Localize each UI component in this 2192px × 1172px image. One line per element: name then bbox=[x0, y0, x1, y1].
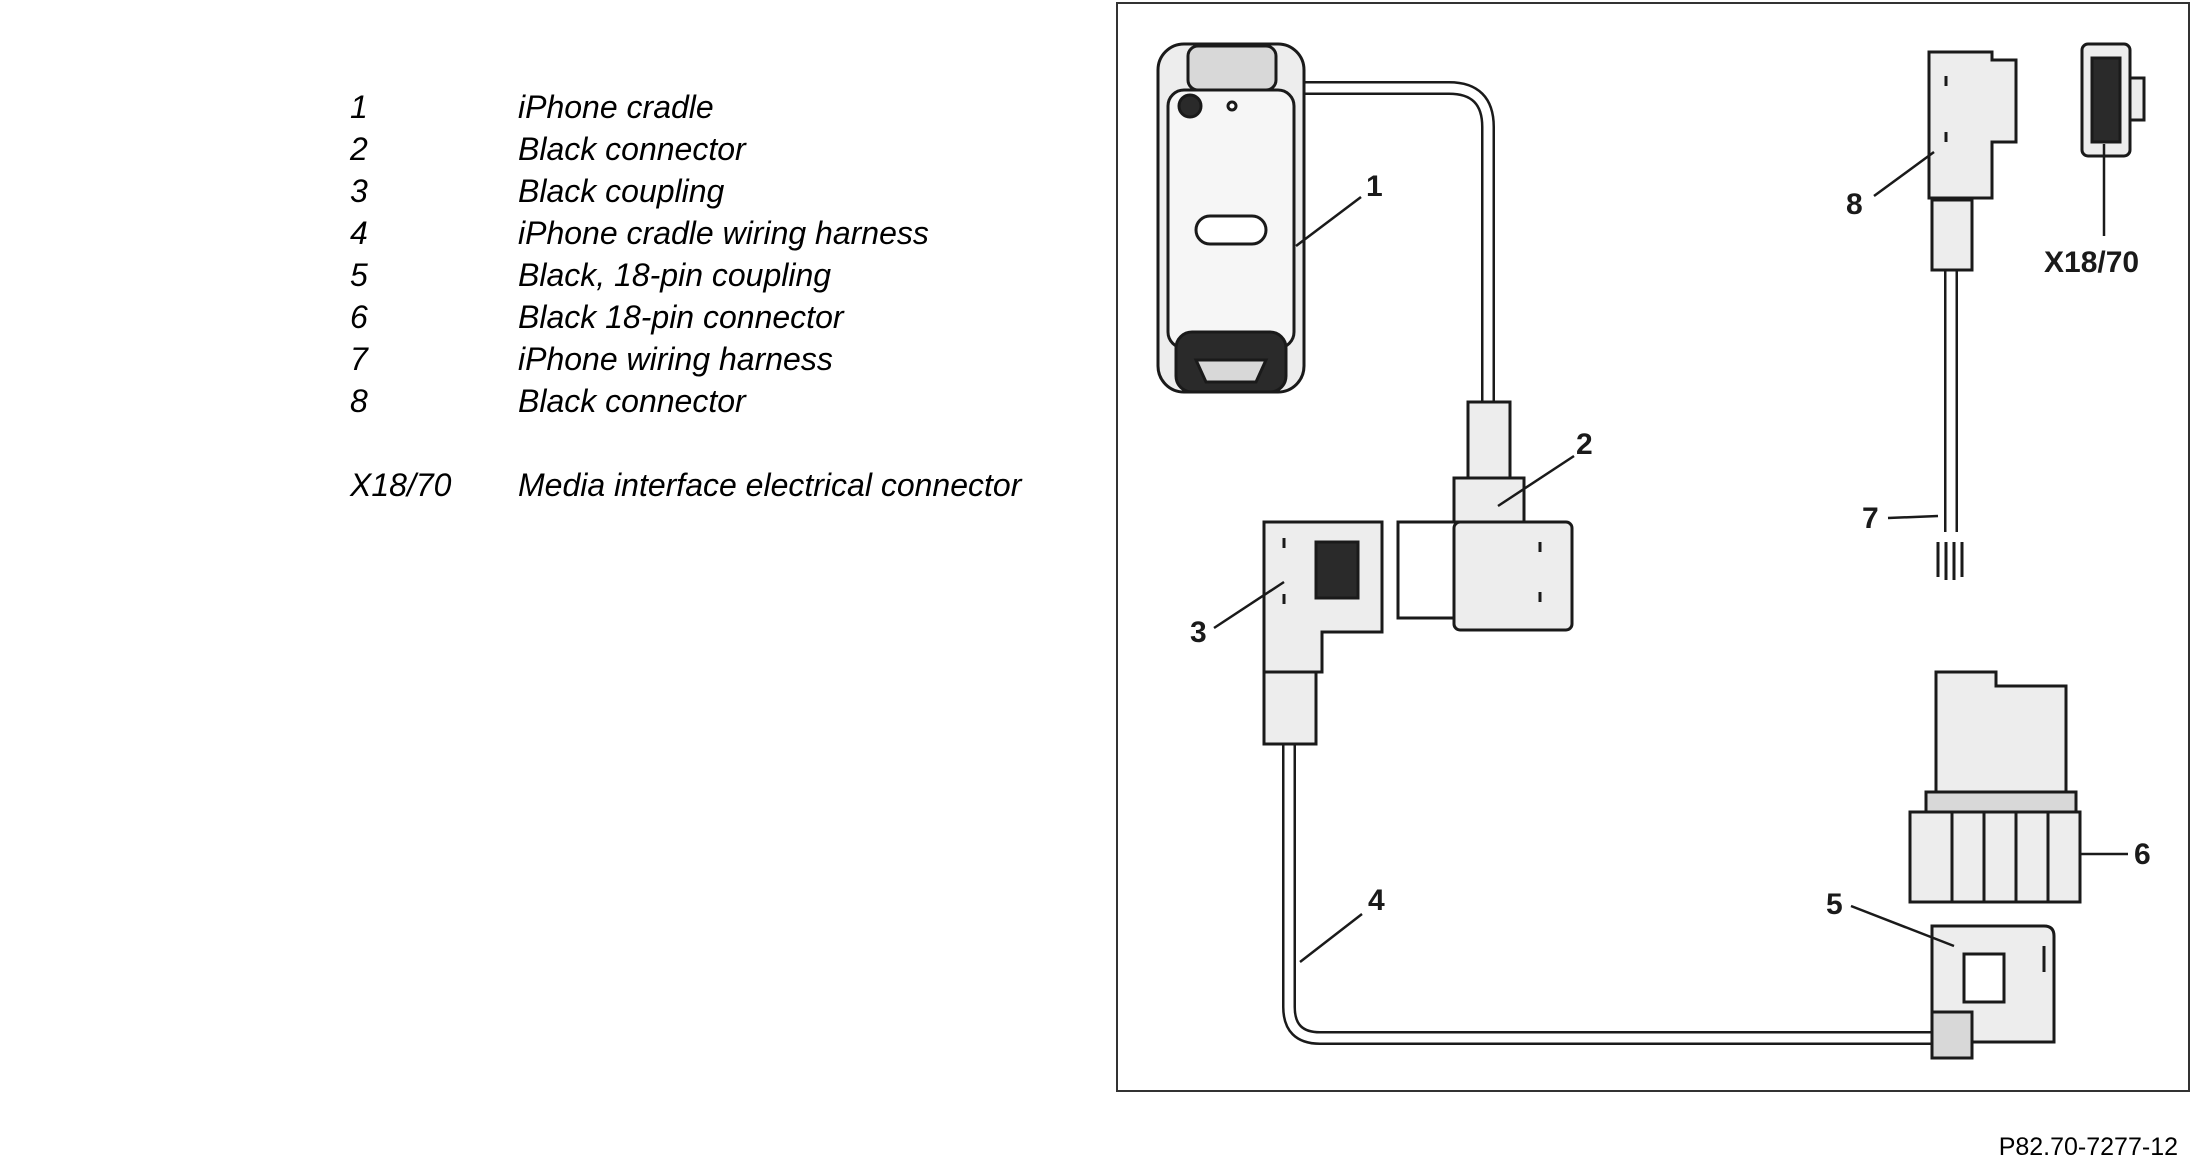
legend-text: Black connector bbox=[518, 383, 746, 419]
legend-key: 2 bbox=[350, 131, 368, 167]
legend-text: iPhone wiring harness bbox=[518, 341, 833, 377]
legend-key: 4 bbox=[350, 215, 368, 251]
legend-text: Black coupling bbox=[518, 173, 725, 209]
leader-lines bbox=[1213, 144, 2128, 963]
black-18-pin-connector bbox=[1908, 670, 2082, 904]
legend-key: 6 bbox=[350, 299, 368, 335]
black-coupling-3 bbox=[1262, 520, 1384, 746]
legend-key: 7 bbox=[350, 341, 368, 377]
legend-key: 8 bbox=[350, 383, 368, 419]
legend-text: iPhone cradle wiring harness bbox=[518, 215, 929, 251]
harness-end-wires bbox=[1936, 542, 1964, 580]
iphone-cradle bbox=[1156, 42, 1306, 394]
callout-5: 5 bbox=[1826, 888, 1843, 921]
callout-3: 3 bbox=[1190, 616, 1207, 649]
reference-code: P82.70-7277-12 bbox=[1998, 1133, 2178, 1161]
legend-text: Black, 18-pin coupling bbox=[518, 257, 832, 293]
callout-8: 8 bbox=[1846, 188, 1863, 221]
black-18-pin-coupling bbox=[1930, 924, 2056, 1060]
legend-key: 3 bbox=[350, 173, 368, 209]
legend-text: Black 18-pin connector bbox=[518, 299, 844, 335]
black-connector-8 bbox=[1927, 50, 2018, 272]
legend-key: 1 bbox=[350, 89, 368, 125]
legend-text: Black connector bbox=[518, 131, 746, 167]
callout-1: 1 bbox=[1366, 170, 1383, 203]
callout-x18-70: X18/70 bbox=[2044, 246, 2139, 279]
media-interface-connector bbox=[2080, 42, 2146, 158]
wiring-diagram: 1 2 3 4 5 6 7 8 X18/70 bbox=[1116, 2, 2191, 1093]
black-connector-2 bbox=[1396, 400, 1574, 632]
callout-7: 7 bbox=[1862, 502, 1879, 535]
callout-6: 6 bbox=[2134, 838, 2151, 871]
legend-key: 5 bbox=[350, 257, 368, 293]
legend-text: iPhone cradle bbox=[518, 89, 714, 125]
callout-2: 2 bbox=[1576, 428, 1593, 461]
legend-text: Media interface electrical connector bbox=[518, 467, 1022, 503]
callout-4: 4 bbox=[1368, 884, 1385, 917]
legend-key: X18/70 bbox=[350, 467, 452, 503]
